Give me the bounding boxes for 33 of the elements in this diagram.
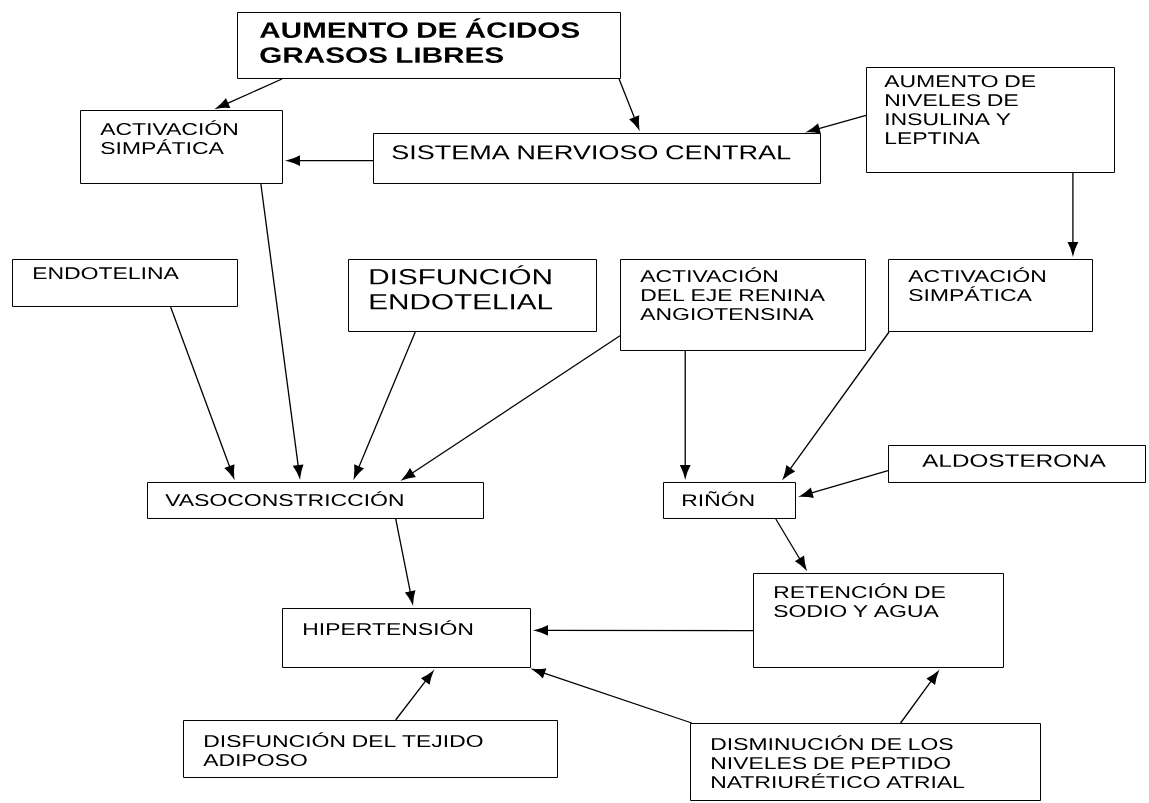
arrow	[170, 306, 235, 479]
process-box: AUMENTO DE ÁCIDOS GRASOS LIBRES	[237, 12, 621, 79]
arrow	[287, 155, 374, 166]
process-box: RETENCIÓN DE SODIO Y AGUA	[753, 573, 1004, 668]
process-box: DISFUNCIÓN ENDOTELIAL	[348, 259, 597, 332]
arrow	[680, 350, 691, 478]
process-box: RIÑÓN	[663, 482, 796, 519]
arrow	[395, 671, 434, 721]
arrow	[899, 671, 939, 724]
arrow	[353, 331, 416, 479]
arrow	[260, 183, 304, 478]
process-box: VASOCONSTRICCIÓN	[147, 482, 484, 519]
process-box: DISMINUCIÓN DE LOS NIVELES DE PEPTIDO NATRIURÉTICO ATRIAL	[690, 723, 1041, 801]
process-box: ACTIVACIÓN SIMPÁTICA	[80, 110, 283, 184]
process-box: HIPERTENSIÓN	[282, 608, 531, 668]
process-box: ACTIVACIÓN SIMPÁTICA	[888, 259, 1093, 332]
arrow	[1067, 172, 1078, 255]
process-box: ACTIVACIÓN DEL EJE RENINA ANGIOTENSINA	[620, 259, 866, 351]
arrow	[782, 331, 890, 479]
process-box: ALDOSTERONA	[888, 445, 1146, 483]
arrow	[532, 668, 693, 724]
arrow	[402, 335, 621, 481]
arrow	[618, 78, 640, 130]
arrow	[395, 518, 416, 604]
process-box: DISFUNCIÓN DEL TEJIDO ADIPOSO	[183, 720, 558, 778]
arrow	[216, 78, 283, 109]
arrow	[535, 625, 754, 636]
process-box: ENDOTELINA	[12, 259, 238, 307]
arrow	[799, 470, 889, 498]
process-box: AUMENTO DE NIVELES DE INSULINA Y LEPTINA	[866, 67, 1115, 173]
arrow	[807, 114, 867, 134]
process-box: SISTEMA NERVIOSO CENTRAL	[373, 133, 821, 184]
arrow	[775, 518, 807, 570]
